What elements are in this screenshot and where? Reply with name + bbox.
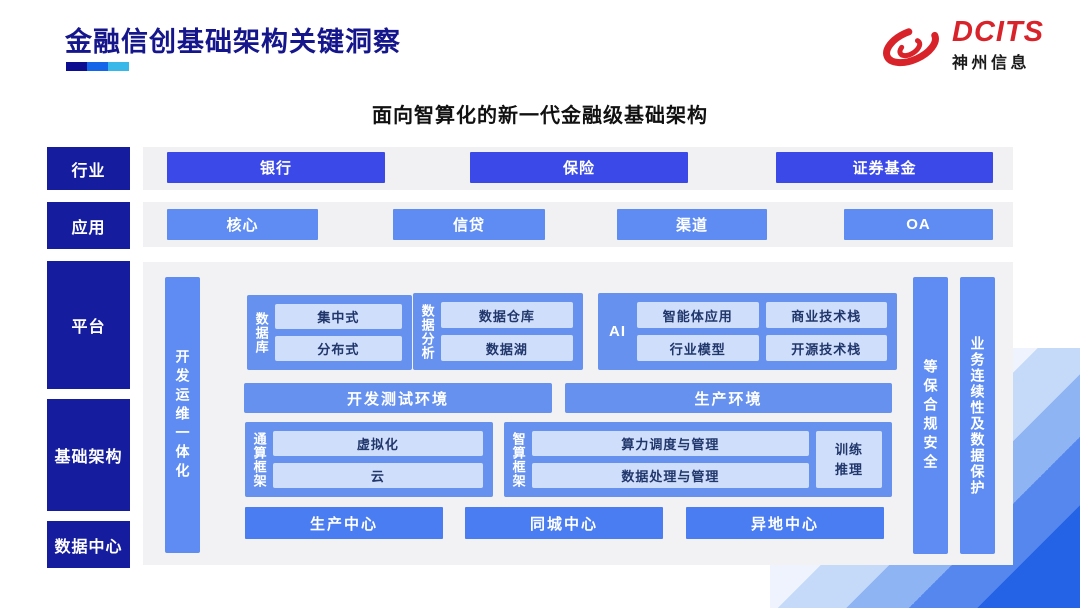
application-box-credit: 信贷 <box>393 209 545 240</box>
database-item-distributed: 分布式 <box>274 336 402 361</box>
sidebar-item-datacenter: 数据中心 <box>47 521 130 568</box>
database-group-label: 数据库 <box>253 311 269 354</box>
industry-box-insurance: 保险 <box>470 152 688 183</box>
architecture-panel: 开发运维一体化 数据库 集中式 分布式 数据分析 数据仓库 数据湖 AI 智能体… <box>143 262 1013 565</box>
general-compute-item-cloud: 云 <box>272 463 483 488</box>
intelligent-compute-label: 智算框架 <box>510 431 526 488</box>
ai-item-industry-model: 行业模型 <box>637 335 759 361</box>
general-compute-group: 通算框架 虚拟化 云 <box>245 422 493 497</box>
center-box-samecity: 同城中心 <box>465 507 663 539</box>
center-box-remote: 异地中心 <box>686 507 884 539</box>
business-continuity-vertical-bar: 业务连续性及数据保护 <box>960 277 995 554</box>
company-logo: DCITS 神州信息 <box>878 18 1044 73</box>
application-box-core: 核心 <box>167 209 318 240</box>
application-box-channel: 渠道 <box>617 209 767 240</box>
sidebar-item-infrastructure: 基础架构 <box>47 399 130 511</box>
database-item-centralized: 集中式 <box>274 304 402 329</box>
sidebar-item-platform: 平台 <box>47 261 130 389</box>
underline-segment-blue <box>87 62 108 71</box>
logo-swirl-icon <box>883 25 939 66</box>
analytics-item-warehouse: 数据仓库 <box>440 302 573 328</box>
sidebar-item-application: 应用 <box>47 202 130 249</box>
logo-subtitle-text: 神州信息 <box>952 55 1031 72</box>
intelligent-compute-item-dataprocessing: 数据处理与管理 <box>531 463 809 488</box>
title-underline <box>66 62 129 71</box>
intelligent-compute-group: 智算框架 算力调度与管理 数据处理与管理 训练 推理 <box>504 422 892 497</box>
database-group: 数据库 集中式 分布式 <box>247 295 412 370</box>
general-compute-label: 通算框架 <box>251 431 267 488</box>
ai-item-opensource-stack: 开源技术栈 <box>765 335 887 361</box>
training-line: 训练 <box>834 442 863 457</box>
center-box-production: 生产中心 <box>245 507 443 539</box>
industry-box-securities: 证券基金 <box>776 152 993 183</box>
intelligent-compute-item-training-inference: 训练 推理 <box>816 431 882 488</box>
application-box-oa: OA <box>844 209 993 240</box>
slide-title: 金融信创基础架构关键洞察 <box>65 27 401 57</box>
inference-line: 推理 <box>834 461 863 477</box>
sidebar-item-industry: 行业 <box>47 147 130 190</box>
dev-test-env-bar: 开发测试环境 <box>244 383 552 413</box>
general-compute-item-virtualization: 虚拟化 <box>272 431 483 456</box>
ai-group-label: AI <box>609 322 626 340</box>
production-env-bar: 生产环境 <box>565 383 892 413</box>
analytics-group-label: 数据分析 <box>419 303 435 360</box>
ai-item-agent-app: 智能体应用 <box>637 302 759 328</box>
underline-segment-dark <box>66 62 87 71</box>
devops-vertical-bar: 开发运维一体化 <box>165 277 200 553</box>
industry-box-bank: 银行 <box>167 152 385 183</box>
analytics-group: 数据分析 数据仓库 数据湖 <box>413 293 583 370</box>
intelligent-compute-item-scheduling: 算力调度与管理 <box>531 431 809 456</box>
underline-segment-cyan <box>108 62 129 71</box>
diagram-heading: 面向智算化的新一代金融级基础架构 <box>372 105 708 127</box>
analytics-item-lake: 数据湖 <box>440 335 573 361</box>
ai-item-commercial-stack: 商业技术栈 <box>765 302 887 328</box>
logo-brand-text: DCITS <box>952 16 1044 48</box>
security-compliance-vertical-bar: 等保合规安全 <box>913 277 948 554</box>
ai-group: AI 智能体应用 商业技术栈 行业模型 开源技术栈 <box>598 293 897 370</box>
